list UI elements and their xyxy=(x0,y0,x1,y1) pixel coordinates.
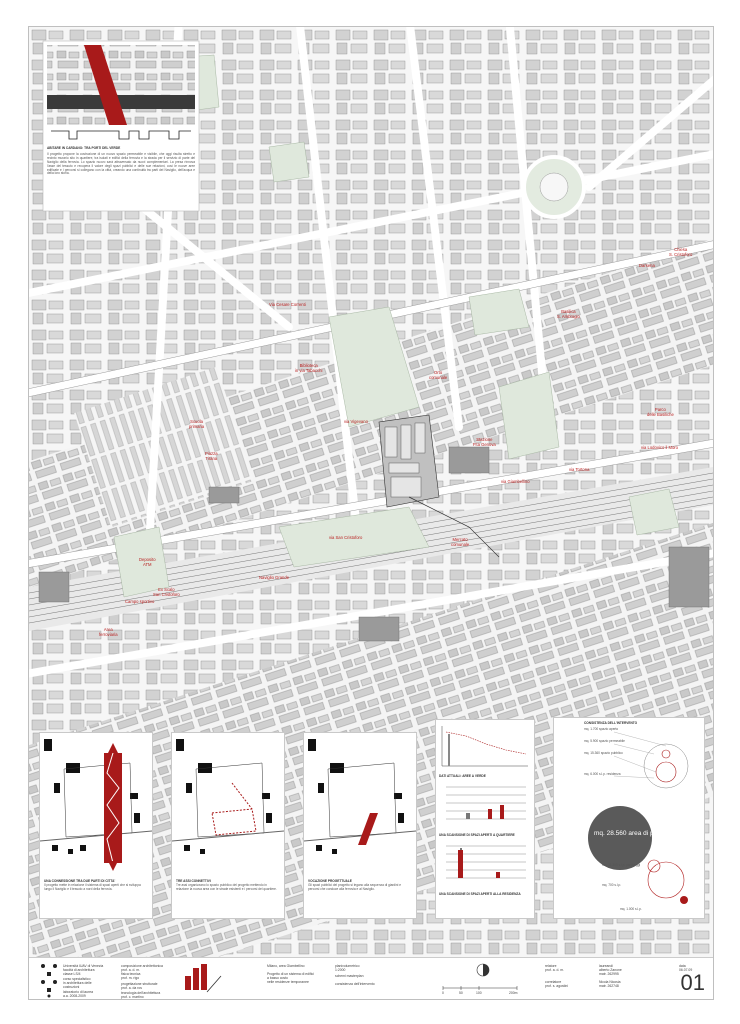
analysis-chart-1 xyxy=(441,726,528,767)
bubble-drawing xyxy=(588,731,689,904)
inset-paragraph: Il progetto propone la costruzione di un… xyxy=(47,151,195,176)
map-label: Mercato comunale xyxy=(451,537,470,547)
map-label: Parco delle Basiliche xyxy=(647,407,674,417)
analysis-caption: DATI ATTUALI: AREE A VERDE xyxy=(439,774,486,778)
project-pictogram xyxy=(185,964,222,993)
map-label: Piazza Tirana xyxy=(205,451,218,461)
footer-student: Nicola Nicosia matr. 262748 xyxy=(599,980,621,989)
main-value: mq. 28.560 area di progetto xyxy=(594,830,674,837)
university-logo xyxy=(41,964,57,998)
footer-drawing: consistenza dell'intervento xyxy=(335,982,375,986)
footer-course: corso specialistico in architettura dell… xyxy=(63,977,92,990)
map-label: via Vigevano xyxy=(344,419,368,424)
map-label: Orto comunale xyxy=(429,370,448,380)
footer-project: Progetto di un sistema di edifici a bass… xyxy=(267,972,314,985)
map-label: Scuola primaria xyxy=(189,419,205,429)
footer-subject: progettazione strutturale prof. a. da ro… xyxy=(121,982,158,991)
bubble-title: CONSISTENZA DELL'INTERVENTO xyxy=(584,721,638,725)
diagram-caption: UNA CONNESSIONE TRA DUE PARTI DI CITTA' xyxy=(44,879,116,883)
map-label: Chiesa S. Cristoforo xyxy=(669,247,693,257)
bubble-item: mq. 5.900 spazio permeabile xyxy=(584,739,625,743)
diagram-vocation-drawing xyxy=(303,733,417,873)
map-label: Stazione P.ta Genova xyxy=(473,437,496,447)
footer-subject: composizione architettonica prof. a. d. … xyxy=(121,964,163,973)
diagram-caption: VOCAZIONE PROGETTUALE xyxy=(308,879,352,883)
scale-tick: 100 xyxy=(476,991,482,995)
analysis-chart-2 xyxy=(446,786,526,820)
diagram-axes: TRE ASSI CONNETTIVI Tre assi organizzano… xyxy=(171,732,285,919)
footer-supervisor: relatore prof. a. d. m. xyxy=(545,964,565,973)
map-label: Basilica S. Ambrogio xyxy=(557,309,580,319)
title-block: Università IUAV di Venezia facoltà di ar… xyxy=(29,957,713,1000)
map-label: Via Cesare Correnti xyxy=(269,302,306,307)
bubble-diagram: CONSISTENZA DELL'INTERVENTO mq. 1.700 sp… xyxy=(553,717,705,919)
footer-cosupervisor: correlatore prof. s. agostini xyxy=(545,980,568,989)
footer-subject: fisica tecnica prof. m. rigo xyxy=(121,972,141,981)
bubble-item: mq. 6.000 s.l.p. residenza xyxy=(584,772,621,776)
scale-tick: 50 xyxy=(459,991,463,995)
diagram-axes-drawing xyxy=(171,733,285,873)
diagram-caption: TRE ASSI CONNETTIVI xyxy=(176,879,211,883)
analysis-chart-3 xyxy=(446,845,526,878)
footer-lab: laboratorio di laurea a.a. 2008-2009 xyxy=(63,990,93,999)
map-label: Area ferroviaria xyxy=(99,627,118,637)
analysis-caption: UNA SCANSIONE DI SPAZI APERTI A QUARTIER… xyxy=(439,832,515,837)
inset-title: ABITARE IN CARDANO: TRA PORTI DEL VERDE xyxy=(47,146,121,150)
map-label: Biblioteca in via Tabacchi xyxy=(295,363,323,373)
analysis-caption: UNA SCANSIONE DI SPAZI APERTI ALLA RESID… xyxy=(439,891,521,896)
diagram-vocation: VOCAZIONE PROGETTUALE Gli spazi pubblici… xyxy=(303,732,417,919)
diagram-text: Tre assi organizzano lo spazio pubblico … xyxy=(176,882,277,891)
sheet-number: 01 xyxy=(680,970,705,995)
map-label: via San Cristoforo xyxy=(329,535,363,540)
map-label: via Tortona xyxy=(569,467,590,472)
map-label: Darsena xyxy=(639,263,655,268)
footer-student: laureandi alberto Zanone matr. 262995 xyxy=(599,964,622,977)
map-label: Deposito ATM xyxy=(139,557,156,567)
footer-drawing: schemi masterplan xyxy=(335,974,364,978)
bubble-item: mq. 15.360 spazio pubblico xyxy=(584,751,623,755)
bubble-item: mq. 1.700 spazio aperto xyxy=(584,727,619,731)
diagram-text: Gli spazi pubblici del progetto si legan… xyxy=(308,882,402,891)
bubble-item: mq. 11.300 s.l.p. parcheggi xyxy=(602,863,641,867)
footer-date: data 06.07.09 xyxy=(679,964,693,973)
drawing-sheet: ABITARE IN CARDANO: TRA PORTI DEL VERDE … xyxy=(28,26,714,1000)
diagram-connection: UNA CONNESSIONE TRA DUE PARTI DI CITTA' … xyxy=(39,732,153,919)
map-label: Campo sportivo xyxy=(125,599,155,604)
map-label: Naviglio Grande xyxy=(259,575,290,580)
analysis-panel: DATI ATTUALI: AREE A VERDE UNA SCANSIONE… xyxy=(435,719,535,919)
footer-site: Milano, area Giambellino xyxy=(267,964,305,968)
map-label: via Lodovico il Moro xyxy=(641,445,679,450)
map-label: Ex Scalo San Cristoforo xyxy=(153,587,180,597)
footer-subject: tecnologia dell'architettura prof. c. ma… xyxy=(121,991,161,1000)
footer-university: Università IUAV di Venezia facoltà di ar… xyxy=(63,964,104,977)
bubble-item: mq. 700 s.l.p. xyxy=(602,883,622,887)
diagram-connection-drawing xyxy=(39,733,153,873)
footer-drawing: planivolumetrico 1:2000 xyxy=(335,964,360,973)
diagram-text: Il progetto mette in relazione il sistem… xyxy=(44,882,141,891)
scale-tick: 200m xyxy=(509,991,518,995)
scale-bar xyxy=(442,963,518,990)
scale-tick: 0 xyxy=(442,991,444,995)
map-label: via Giambellino xyxy=(501,479,530,484)
bubble-item: mq. 1.000 s.l.p. xyxy=(620,907,642,911)
